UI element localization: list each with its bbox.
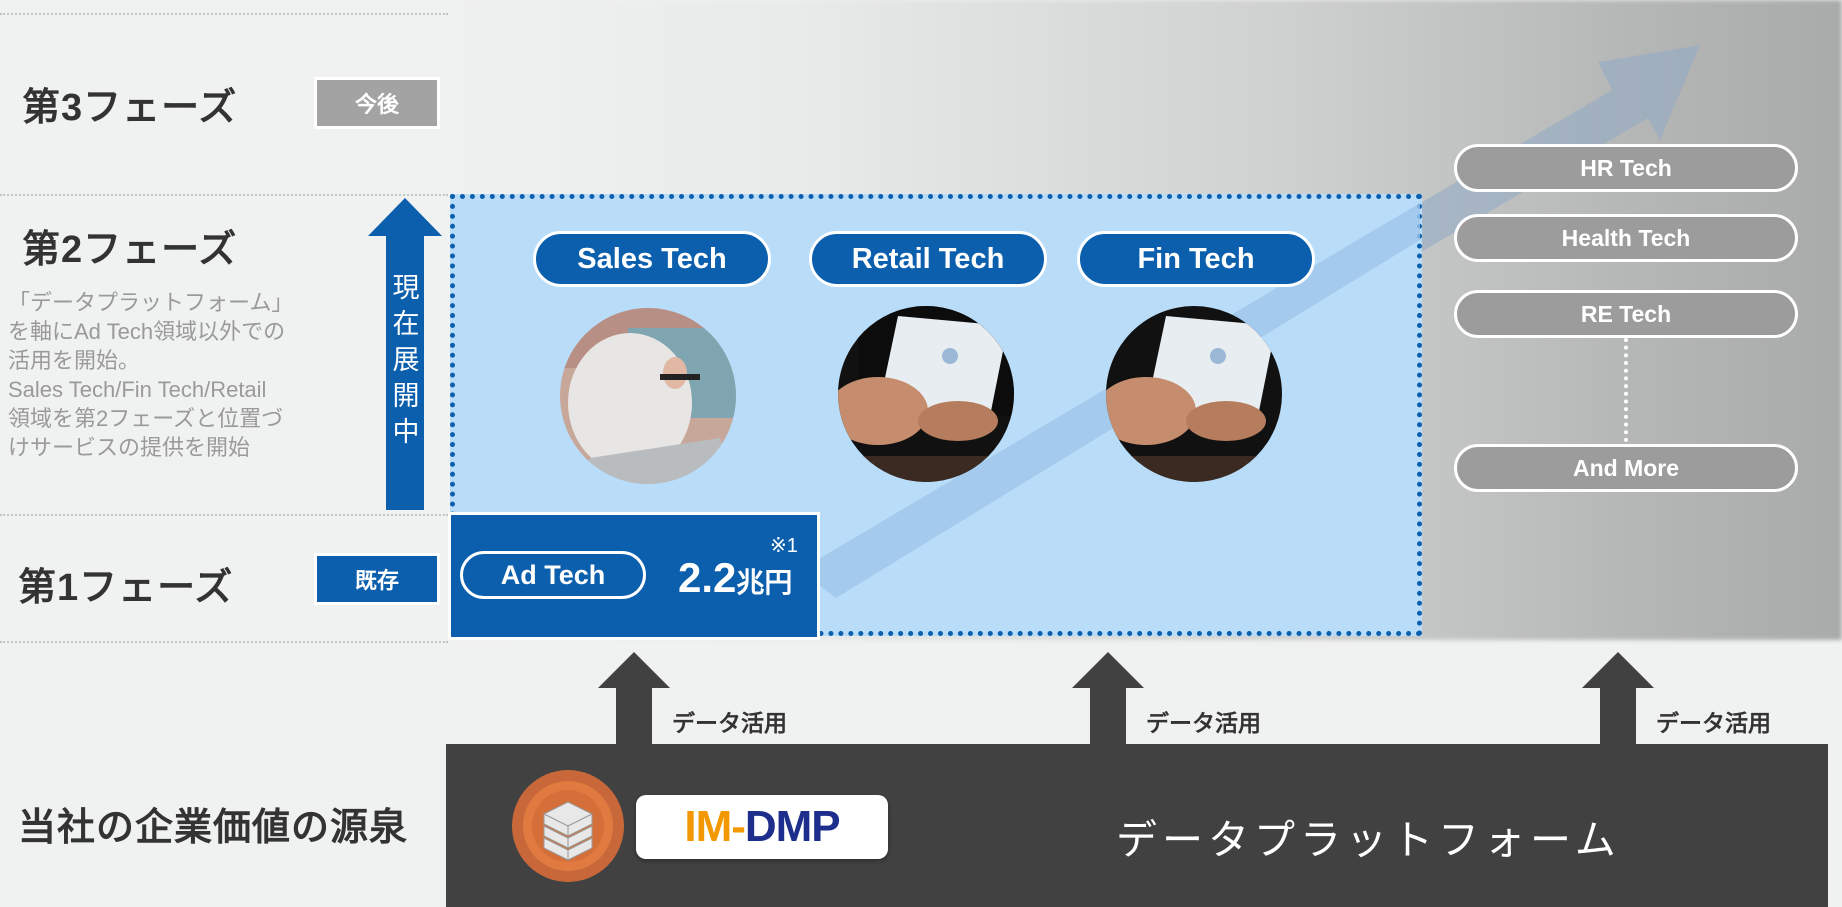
future-continuation-dots <box>1624 338 1628 442</box>
adtech-market-size: 2.2兆円 <box>678 554 792 602</box>
logo-part-dmp: DMP <box>744 802 841 851</box>
future-pill-hr: HR Tech <box>1454 144 1798 192</box>
value-source-title: 当社の企業価値の源泉 <box>18 807 409 849</box>
logo-part-im: IM- <box>684 802 746 851</box>
tech-pill-sales: Sales Tech <box>533 231 771 287</box>
retail-tech-photo <box>838 306 1014 482</box>
phase-divider <box>0 641 448 643</box>
data-platform-label: データプラットフォーム <box>1116 817 1621 863</box>
database-server-icon <box>512 770 624 882</box>
adtech-pill: Ad Tech <box>460 551 646 599</box>
sales-tech-photo <box>560 308 736 484</box>
future-pill-more: And More <box>1454 444 1798 492</box>
future-pill-health: Health Tech <box>1454 214 1798 262</box>
future-pill-re: RE Tech <box>1454 290 1798 338</box>
phase2-description: 「データプラットフォーム」 を軸にAd Tech領域以外での 活用を開始。 Sa… <box>8 290 294 460</box>
fin-tech-photo <box>1106 306 1282 482</box>
im-dmp-logo: IM-DMP <box>636 795 888 859</box>
phase-divider <box>0 13 448 15</box>
progress-up-arrow-icon <box>368 198 442 510</box>
data-usage-label: データ活用 <box>1656 710 1771 736</box>
tech-pill-retail: Retail Tech <box>809 231 1047 287</box>
data-usage-arrow-icon <box>1072 652 1144 746</box>
market-value: 2.2 <box>678 554 737 601</box>
tech-pill-fin: Fin Tech <box>1077 231 1315 287</box>
data-usage-arrow-icon <box>598 652 670 746</box>
data-usage-arrow-icon <box>1582 652 1654 746</box>
status-current-label: 現 在 展 開 中 <box>392 273 420 447</box>
phase1-title: 第1フェーズ <box>18 567 234 609</box>
phase1-tag: 既存 <box>314 553 440 605</box>
phase3-title: 第3フェーズ <box>22 87 238 129</box>
phase-divider <box>0 514 448 516</box>
phase-divider <box>0 194 448 196</box>
adtech-footnote: ※1 <box>770 535 798 557</box>
market-unit: 兆円 <box>736 567 793 598</box>
data-usage-label: データ活用 <box>1146 710 1261 736</box>
phase3-tag: 今後 <box>314 77 440 129</box>
phase2-title: 第2フェーズ <box>22 229 238 271</box>
data-usage-label: データ活用 <box>672 710 787 736</box>
